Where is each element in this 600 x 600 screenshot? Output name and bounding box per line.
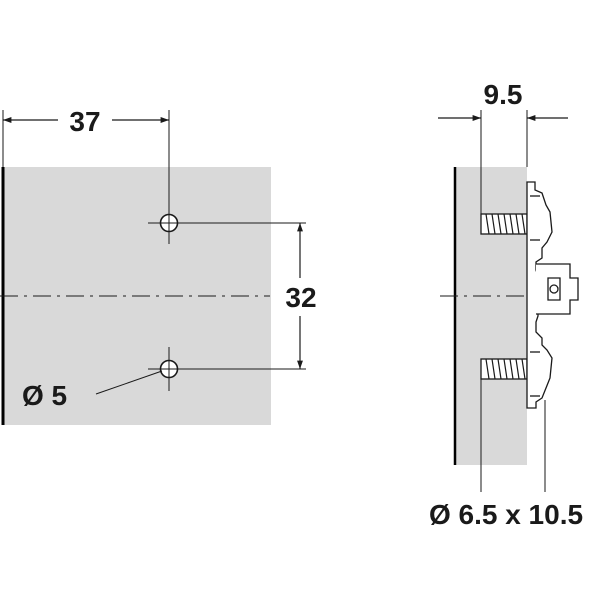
side-panel [455,167,527,465]
dim-32-label: 32 [285,282,316,313]
mounting-plate-profile [526,181,579,409]
dim-9-5-label: 9.5 [484,79,523,110]
screw-label: Ø 6.5 x 10.5 [429,499,583,530]
hole-leader [95,370,163,395]
side-view: 9.5 Ø 6.5 x 10.5 [429,79,583,530]
hole-label: Ø 5 [22,380,67,411]
upper-screw [480,213,528,235]
dim-37-label: 37 [69,106,100,137]
front-view: 37 32 Ø 5 [0,106,317,425]
lower-screw [480,358,528,380]
